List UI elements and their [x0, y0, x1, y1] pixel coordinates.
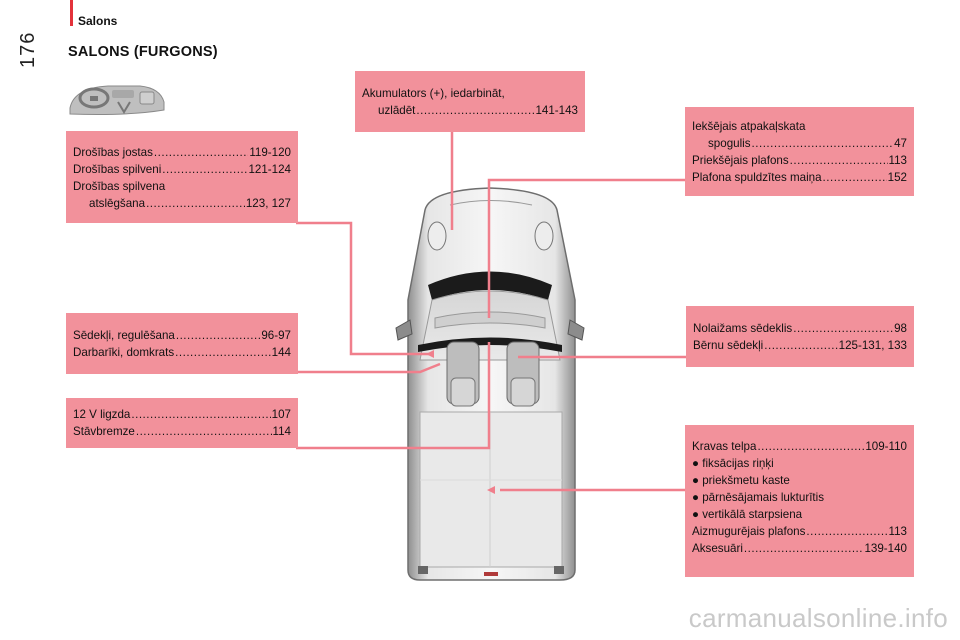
- watermark: carmanualsonline.info: [688, 603, 948, 633]
- battery-line2-text: uzlādēt: [378, 104, 416, 117]
- section-label: Salons: [78, 14, 118, 28]
- leader-dots: [416, 102, 534, 119]
- list-item: 12 V ligzda 107: [73, 406, 291, 423]
- cargo-box: Kravas telpa 109-110 ● fiksācijas riņķi …: [685, 425, 914, 577]
- mirror-line1: Iekšējais atpakaļskata: [692, 120, 806, 133]
- list-item: Bērnu sēdekļi 125-131, 133: [693, 337, 907, 354]
- list-item: Drošības spilveni 121-124: [73, 161, 291, 178]
- page-title: SALONS (FURGONS): [68, 44, 218, 60]
- list-item: Darbarīki, domkrats 144: [73, 344, 291, 361]
- bullet-item: ● fiksācijas riņķi: [692, 457, 774, 470]
- battery-line2: uzlādēt 141-143: [362, 102, 578, 119]
- list-item: Kravas telpa 109-110: [692, 438, 907, 455]
- list-item: Plafona spuldzītes maiņa 152: [692, 169, 907, 186]
- seats-box: Sēdekļi, regulēšana 96-97 Darbarīki, dom…: [66, 313, 298, 374]
- bullet-item: ● priekšmetu kaste: [692, 474, 790, 487]
- list-item: atslēgšana 123, 127: [73, 195, 291, 212]
- safety-box: Drošības jostas 119-120 Drošības spilven…: [66, 131, 298, 223]
- list-item: Stāvbremze 114: [73, 423, 291, 440]
- bullet-item: ● vertikālā starpsiena: [692, 508, 803, 521]
- list-item: Sēdekļi, regulēšana 96-97: [73, 327, 291, 344]
- list-item: Drošības jostas 119-120: [73, 144, 291, 161]
- steering-wheel-icon: [69, 85, 165, 115]
- battery-line2-page: 141-143: [535, 104, 578, 117]
- bullet-item: ● pārnēsājamais lukturītis: [692, 491, 825, 504]
- list-item: Nolaižams sēdeklis 98: [693, 320, 907, 337]
- list-item: spogulis 47: [692, 135, 907, 152]
- header-accent-bar: [70, 0, 73, 26]
- list-item: Aksesuāri 139-140: [692, 540, 907, 557]
- list-item: Priekšējais plafons 113: [692, 152, 907, 169]
- airbag-deactivation-line: Drošības spilvena: [73, 180, 166, 193]
- battery-box: Akumulators (+), iedarbināt, uzlādēt 141…: [355, 71, 585, 132]
- folding-seat-box: Nolaižams sēdeklis 98 Bērnu sēdekļi 125-…: [686, 306, 914, 367]
- battery-line1: Akumulators (+), iedarbināt,: [362, 87, 505, 100]
- list-item: Aizmugurējais plafons 113: [692, 523, 907, 540]
- socket-brake-box: 12 V ligzda 107 Stāvbremze 114: [66, 398, 298, 448]
- mirror-box: Iekšējais atpakaļskata spogulis 47 Priek…: [685, 107, 914, 196]
